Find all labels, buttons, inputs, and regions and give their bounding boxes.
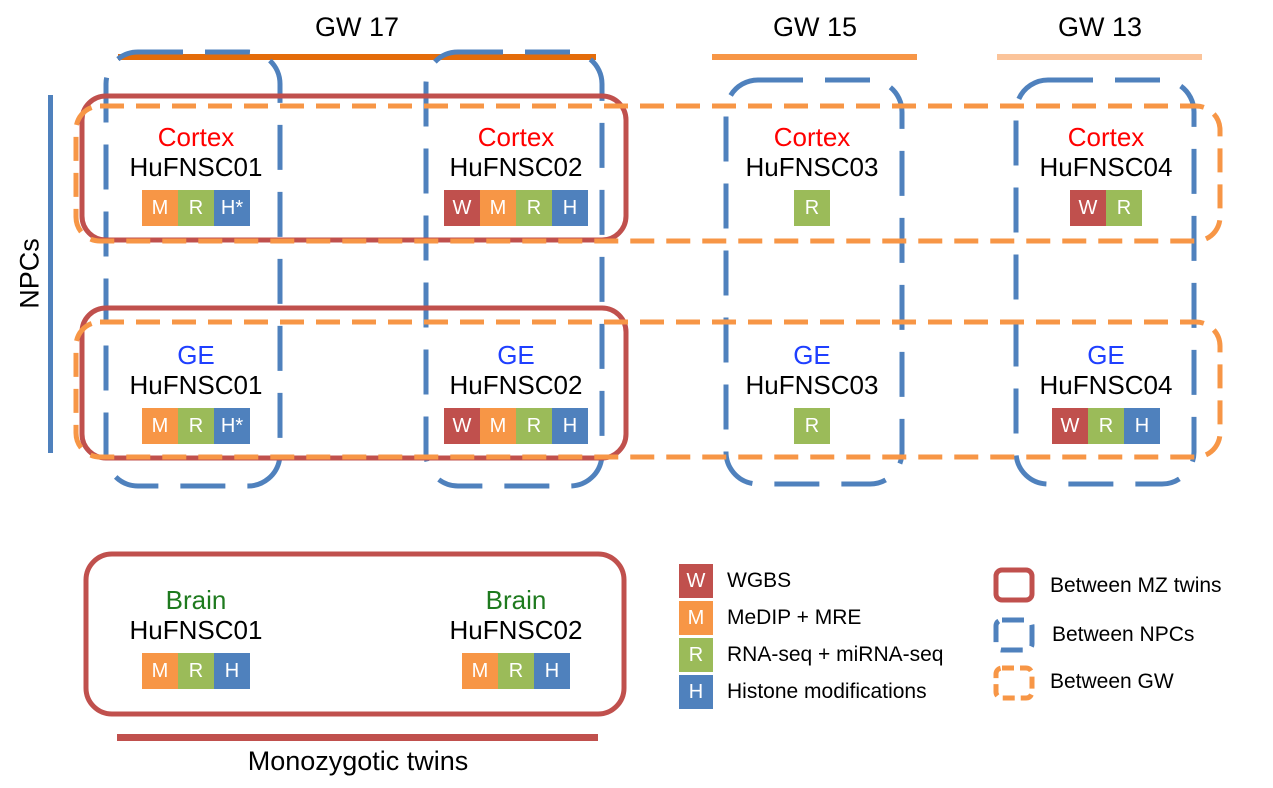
assay-badge: H [552, 408, 588, 444]
mz-box-brain [83, 551, 627, 717]
assay-badge: R [794, 408, 830, 444]
npc-box-hufnsc02 [423, 49, 605, 489]
assay-badges: R [712, 190, 912, 226]
twins-label: Monozygotic twins [247, 746, 469, 776]
assay-badge: R [1106, 190, 1142, 226]
assay-badge: H [534, 653, 570, 689]
legend-assay-label: RNA-seq + miRNA-seq [727, 643, 944, 666]
assay-badge: R [498, 653, 534, 689]
assay-badge: W [444, 190, 480, 226]
assay-badge: M [462, 653, 498, 689]
region-label: Brain [165, 585, 227, 615]
npcs-label: NPCs [14, 238, 45, 309]
assay-badge: H* [214, 190, 250, 226]
region-label: GE [793, 340, 831, 370]
gw13-bar [997, 54, 1202, 60]
gw15-label: GW 15 [772, 12, 858, 42]
assay-badge: H* [214, 408, 250, 444]
sample-id: HuFNSC03 [745, 370, 879, 400]
legend-assay-badge: R [679, 638, 713, 672]
gw17-label: GW 17 [314, 12, 400, 42]
sample-id: HuFNSC04 [1039, 370, 1173, 400]
assay-badge: M [480, 408, 516, 444]
twins-bar [117, 734, 598, 741]
region-label: Cortex [773, 122, 851, 152]
legend-gw-label: Between GW [1050, 670, 1174, 693]
legend-assay-badge: H [679, 675, 713, 709]
region-label: Cortex [1067, 122, 1145, 152]
sample-id: HuFNSC03 [745, 152, 879, 182]
region-label: GE [177, 340, 215, 370]
region-label: GE [497, 340, 535, 370]
assay-badge: R [516, 190, 552, 226]
region-label: GE [1087, 340, 1125, 370]
assay-badges: R [712, 408, 912, 444]
assay-badge: W [444, 408, 480, 444]
assay-badge: R [1088, 408, 1124, 444]
legend-npc-swatch [993, 617, 1035, 653]
gw13-label: GW 13 [1057, 12, 1143, 42]
gw15-bar [712, 54, 917, 60]
sample-id: HuFNSC04 [1039, 152, 1173, 182]
npcs-bar [48, 95, 53, 453]
gw-box-ge [73, 319, 1223, 460]
assay-badge: R [516, 408, 552, 444]
assay-badge: H [214, 653, 250, 689]
legend-gw-swatch [993, 665, 1035, 701]
npc-box-hufnsc03 [723, 77, 905, 487]
assay-badge: R [178, 190, 214, 226]
legend-mz-swatch [993, 567, 1035, 603]
assay-badge: H [1124, 408, 1160, 444]
assay-badge: M [142, 408, 178, 444]
sample-id: HuFNSC02 [449, 615, 583, 645]
npc-box-hufnsc04 [1013, 77, 1197, 487]
legend-assay-label: Histone modifications [727, 680, 927, 703]
assay-badge: W [1070, 190, 1106, 226]
assay-badge: M [142, 653, 178, 689]
assay-badge: R [178, 408, 214, 444]
legend-assay-badge: W [679, 564, 713, 598]
assay-badge: W [1052, 408, 1088, 444]
legend-assay-badge: M [679, 601, 713, 635]
legend-npc-label: Between NPCs [1052, 623, 1195, 646]
gw-box-cortex [73, 103, 1223, 244]
legend-mz-label: Between MZ twins [1050, 574, 1222, 597]
sample-id: HuFNSC02 [449, 370, 583, 400]
legend-assay-label: MeDIP + MRE [727, 606, 862, 629]
legend-assay-label: WGBS [727, 569, 792, 592]
region-label: Cortex [477, 122, 555, 152]
region-label: Cortex [157, 122, 235, 152]
assay-badge: R [794, 190, 830, 226]
sample-id: HuFNSC01 [129, 152, 263, 182]
assay-badge: M [480, 190, 516, 226]
npc-box-hufnsc01 [103, 49, 283, 489]
assay-badge: H [552, 190, 588, 226]
sample-id: HuFNSC02 [449, 152, 583, 182]
assay-badge: M [142, 190, 178, 226]
gw17-bar [118, 54, 596, 60]
assay-badge: R [178, 653, 214, 689]
region-label: Brain [485, 585, 547, 615]
sample-id: HuFNSC01 [129, 370, 263, 400]
sample-id: HuFNSC01 [129, 615, 263, 645]
